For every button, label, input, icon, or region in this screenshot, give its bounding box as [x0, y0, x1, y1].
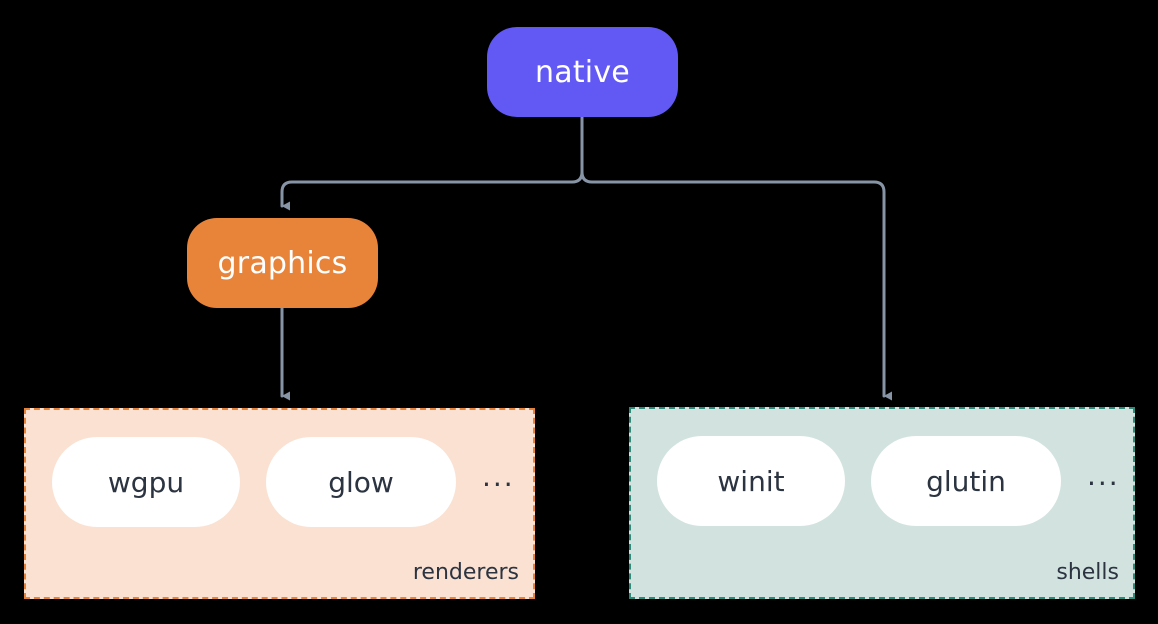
- node-wgpu[interactable]: wgpu: [52, 437, 240, 527]
- edge-native-to-graphics: [280, 115, 584, 211]
- cluster-label-renderers: renderers: [412, 560, 519, 585]
- node-glutin[interactable]: glutin: [871, 436, 1061, 526]
- renderers-item-row: wgpu glow ...: [52, 437, 515, 527]
- cluster-shells[interactable]: winit glutin ... shells: [629, 407, 1135, 599]
- node-winit[interactable]: winit: [657, 436, 845, 526]
- node-glow[interactable]: glow: [266, 437, 456, 527]
- cluster-renderers[interactable]: wgpu glow ... renderers: [24, 408, 535, 599]
- edge-native-to-shells: [580, 115, 893, 401]
- node-graphics[interactable]: graphics: [187, 218, 378, 308]
- cluster-label-shells: shells: [1056, 560, 1119, 585]
- shells-item-row: winit glutin ...: [657, 436, 1120, 526]
- shells-overflow-ellipsis: ...: [1087, 459, 1120, 492]
- renderers-overflow-ellipsis: ...: [482, 460, 515, 493]
- node-native[interactable]: native: [487, 27, 678, 117]
